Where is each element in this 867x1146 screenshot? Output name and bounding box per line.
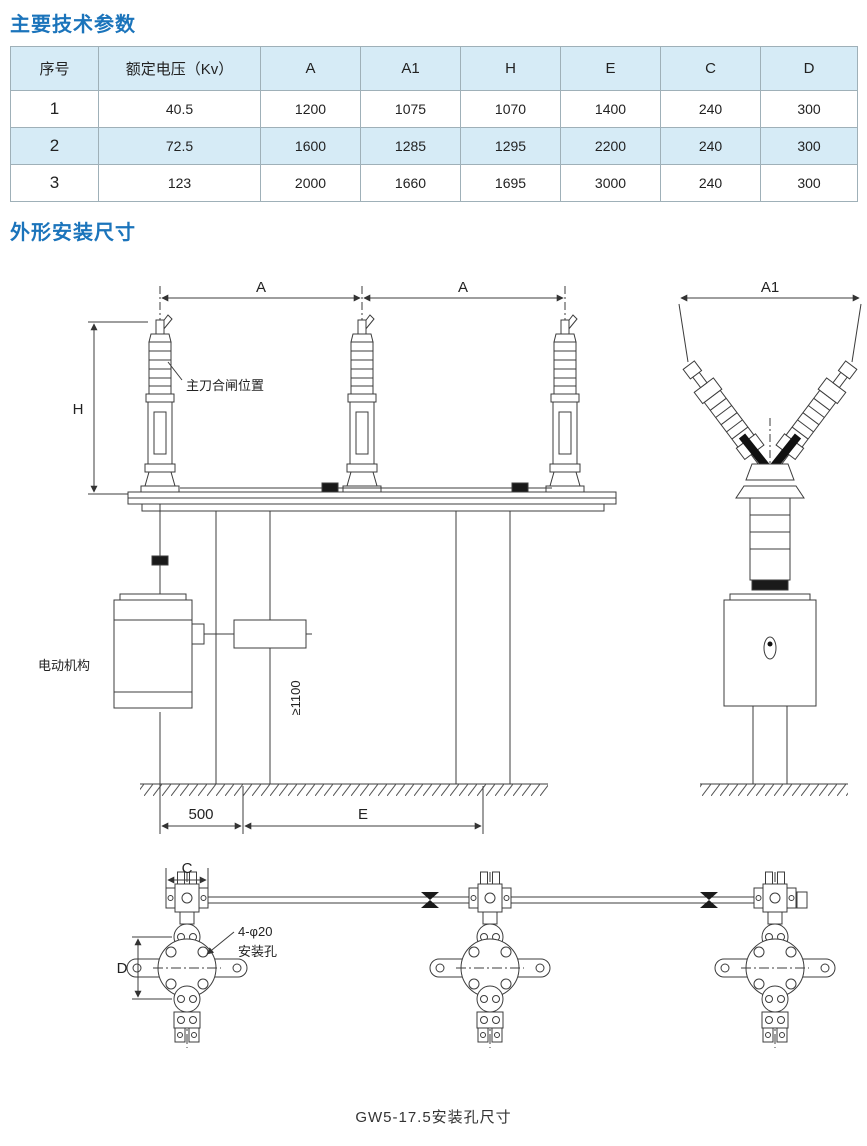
motor-mechanism-box (113, 599, 193, 709)
table-cell: 1200 (260, 90, 361, 128)
linkage-box (233, 619, 307, 649)
side-view (678, 294, 862, 796)
table-cell: 2 (10, 127, 99, 165)
table-cell: 1400 (560, 90, 661, 128)
col-header-e: E (560, 46, 661, 91)
dim-label-500: 500 (188, 806, 213, 823)
table-cell: 1075 (360, 90, 461, 128)
blade-position-label: 主刀合闸位置 (186, 378, 264, 393)
insulator-pole-3 (545, 314, 585, 493)
insulator-pole-1 (140, 314, 180, 493)
col-header-c: C (660, 46, 761, 91)
col-header-h: H (460, 46, 561, 91)
table-row: 1 40.5 1200 1075 1070 1400 240 300 (10, 90, 858, 128)
dim-label-c: C (182, 860, 193, 877)
rod-coupling (511, 482, 529, 493)
drawing-caption: GW5-17.5安装孔尺寸 (355, 1109, 512, 1126)
blade-label-leader (167, 361, 183, 381)
cabinet-handle (763, 636, 777, 660)
col-header-index: 序号 (10, 46, 99, 91)
parameters-table: 序号 额定电压（Kv） A A1 H E C D 1 40.5 1200 107… (10, 46, 858, 202)
section-title-parameters: 主要技术参数 (10, 14, 136, 36)
col-header-d: D (760, 46, 858, 91)
holes-leader (206, 931, 235, 955)
table-cell: 1285 (360, 127, 461, 165)
mounting-base-2 (429, 871, 551, 1049)
mounting-base-3 (714, 871, 836, 1049)
table-cell: 1695 (460, 164, 561, 202)
column-coupling (751, 579, 789, 591)
drawing-labels: A A A1 H 主刀合闸位置 电动机构 ≥1100 500 E C D 4-φ… (38, 279, 779, 977)
shaft-coupling (421, 892, 439, 908)
bottom-view (126, 868, 836, 1049)
table-cell: 123 (98, 164, 261, 202)
table-cell: 300 (760, 90, 858, 128)
table-cell: 2200 (560, 127, 661, 165)
motor-label: 电动机构 (38, 658, 90, 673)
insulator-pole-2 (342, 314, 382, 493)
dim-label-a1: A1 (761, 279, 779, 296)
col-header-a1: A1 (360, 46, 461, 91)
table-cell: 300 (760, 127, 858, 165)
table-cell: 240 (660, 90, 761, 128)
ground-hatch (700, 784, 848, 796)
holes-label: 4-φ20 (238, 924, 272, 939)
col-header-voltage: 额定电压（Kv） (98, 46, 261, 91)
table-cell: 1295 (460, 127, 561, 165)
table-cell: 1600 (260, 127, 361, 165)
table-cell: 2000 (260, 164, 361, 202)
table-cell: 40.5 (98, 90, 261, 128)
table-cell: 240 (660, 127, 761, 165)
dim-label-a-right: A (458, 279, 468, 296)
drive-coupling (151, 555, 169, 566)
min-height-label: ≥1100 (288, 680, 303, 715)
hinge-yoke (745, 463, 795, 481)
table-cell: 1660 (360, 164, 461, 202)
support-pillar-right (455, 510, 511, 785)
table-cell: 1070 (460, 90, 561, 128)
pedestal-column (752, 705, 788, 785)
table-cell: 240 (660, 164, 761, 202)
rotating-column (749, 497, 791, 581)
dim-label-d: D (117, 960, 128, 977)
front-view (88, 286, 617, 834)
dim-label-e: E (358, 806, 368, 823)
col-header-a: A (260, 46, 361, 91)
shaft-coupling (700, 892, 718, 908)
mounting-base-1 (126, 871, 248, 1049)
holes-label-2: 安装孔 (238, 944, 277, 959)
table-cell: 72.5 (98, 127, 261, 165)
table-cell: 300 (760, 164, 858, 202)
dim-label-h: H (73, 401, 84, 418)
table-cell: 1 (10, 90, 99, 128)
table-header-row: 序号 额定电压（Kv） A A1 H E C D (10, 46, 858, 91)
ground-hatch (140, 784, 548, 796)
section-title-dimensions: 外形安装尺寸 (10, 222, 136, 244)
table-row: 3 123 2000 1660 1695 3000 240 300 (10, 164, 858, 202)
table-cell: 3 (10, 164, 99, 202)
outline-drawing: A A A1 H 主刀合闸位置 电动机构 ≥1100 500 E C D 4-φ… (38, 279, 862, 1049)
table-row: 2 72.5 1600 1285 1295 2200 240 300 (10, 127, 858, 165)
dim-label-a-left: A (256, 279, 266, 296)
table-cell: 3000 (560, 164, 661, 202)
rod-coupling (321, 482, 339, 493)
